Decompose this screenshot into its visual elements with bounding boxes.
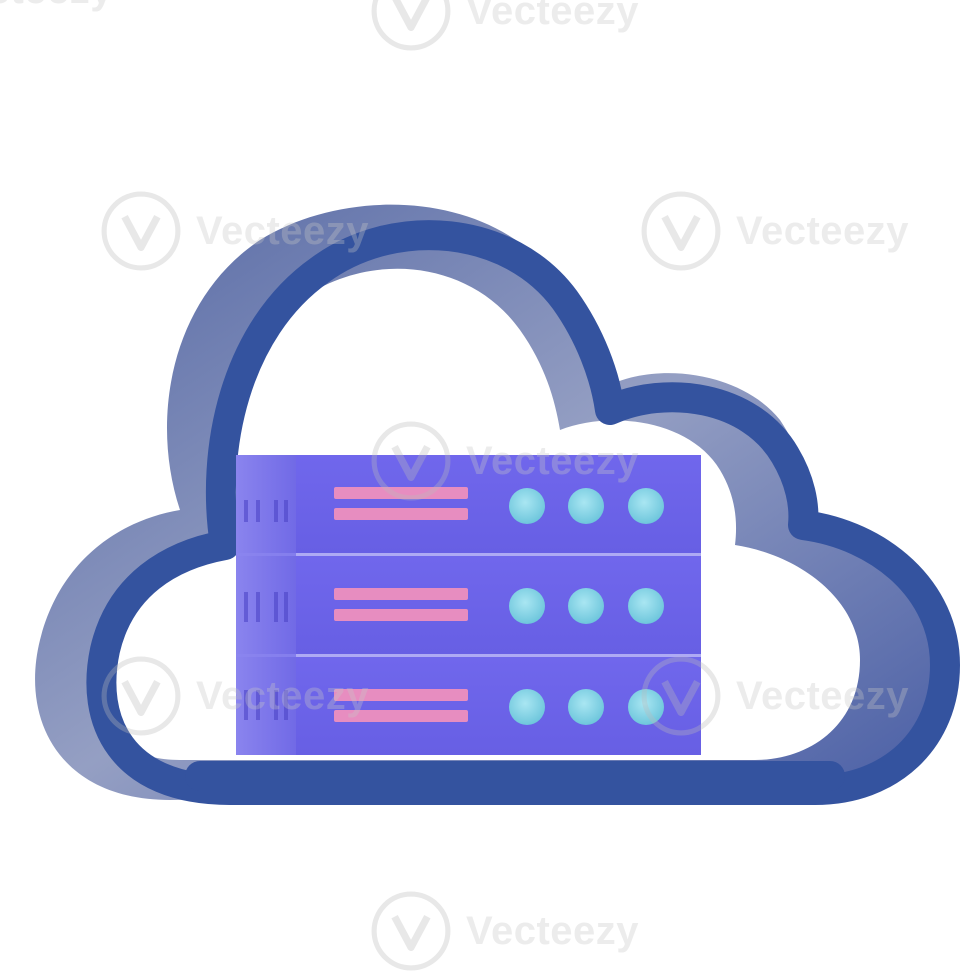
- slot-line: [334, 710, 468, 722]
- status-led: [568, 488, 604, 524]
- server-unit-2: [296, 556, 701, 654]
- server-stack: [236, 455, 701, 755]
- slot-line: [334, 487, 468, 499]
- status-led: [568, 588, 604, 624]
- status-led: [568, 689, 604, 725]
- status-led: [628, 689, 664, 725]
- cloud-outline: [86, 220, 960, 805]
- status-led: [628, 488, 664, 524]
- server-unit-1: [296, 455, 701, 553]
- status-led: [509, 588, 545, 624]
- slot-line: [334, 689, 468, 701]
- slot-line: [334, 609, 468, 621]
- status-led: [509, 488, 545, 524]
- vent-marks: [244, 500, 288, 720]
- status-led: [628, 588, 664, 624]
- server-unit-3: [296, 657, 701, 755]
- status-led: [509, 689, 545, 725]
- slot-line: [334, 508, 468, 520]
- slot-line: [334, 588, 468, 600]
